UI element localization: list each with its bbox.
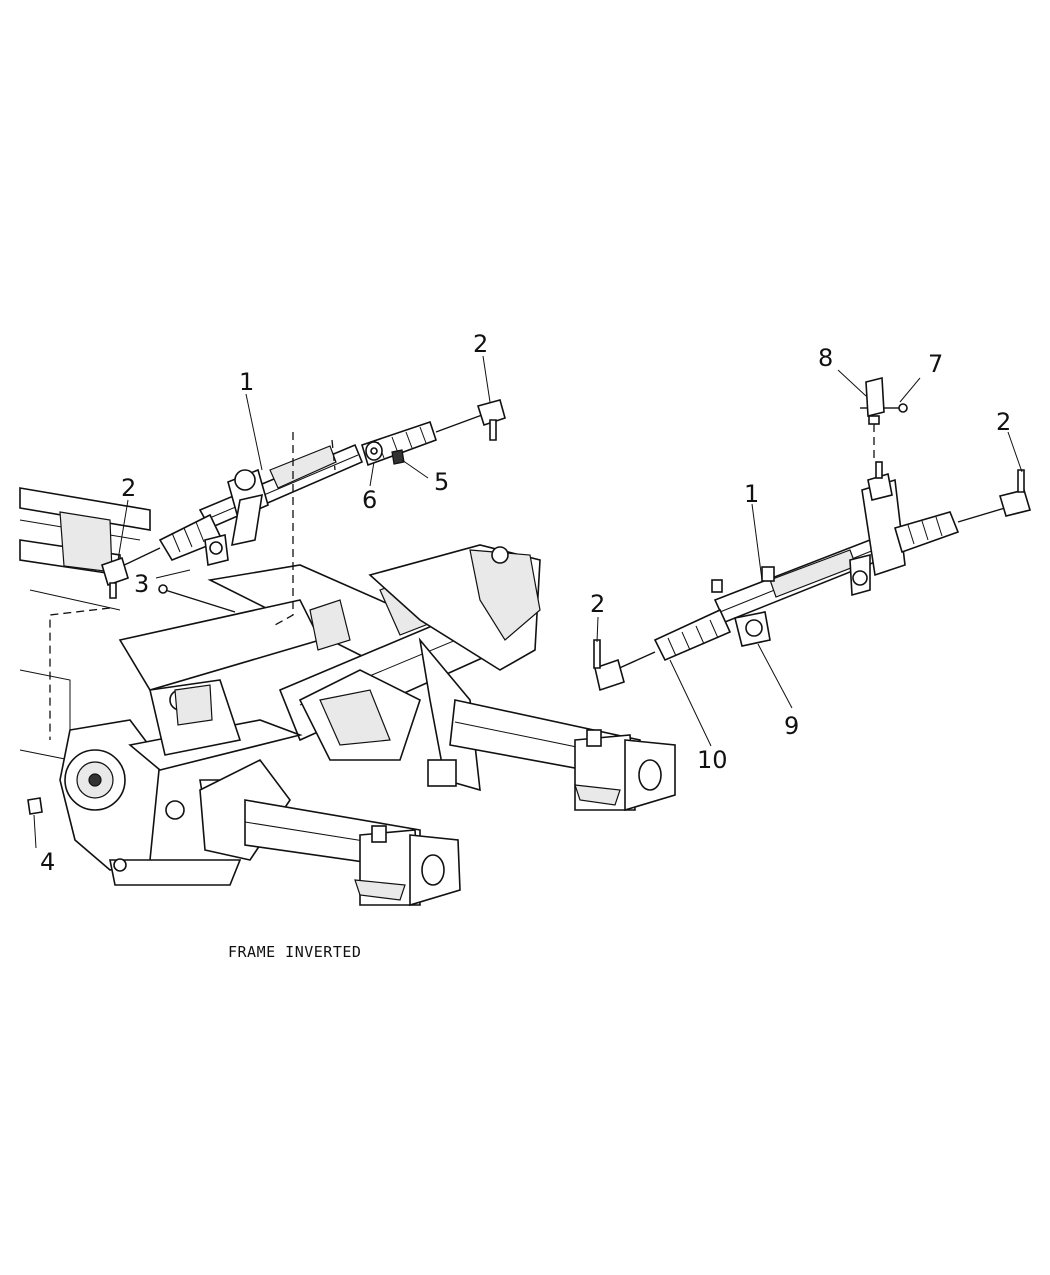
- callout-8: 8: [818, 344, 833, 372]
- frame-assembly: [19, 487, 541, 886]
- callout-9: 9: [784, 712, 799, 740]
- callout-1-left: 1: [239, 368, 254, 396]
- callout-4: 4: [40, 848, 55, 876]
- axle-tube-lower: [244, 799, 461, 907]
- callouts: 1 2 2 3 4 5 6 1 2 2 7 8 9 10: [40, 330, 1011, 876]
- callout-5: 5: [434, 468, 449, 496]
- axle-tube-upper: [449, 699, 676, 812]
- frame-inverted-caption: FRAME INVERTED: [228, 943, 361, 961]
- alignment-lines-left: [49, 432, 336, 740]
- callout-2-top: 2: [473, 330, 488, 358]
- steering-gear-right: [593, 376, 1032, 692]
- steering-gear-left: [27, 399, 506, 815]
- callout-10: 10: [697, 746, 728, 774]
- callout-2-left: 2: [121, 474, 136, 502]
- callout-2-far-right: 2: [996, 408, 1011, 436]
- callout-3: 3: [134, 570, 149, 598]
- leader-lines: [33, 355, 1023, 849]
- callout-7: 7: [928, 350, 943, 378]
- callout-2-right-end: 2: [590, 590, 605, 618]
- callout-6: 6: [362, 486, 377, 514]
- callout-1-right: 1: [744, 480, 759, 508]
